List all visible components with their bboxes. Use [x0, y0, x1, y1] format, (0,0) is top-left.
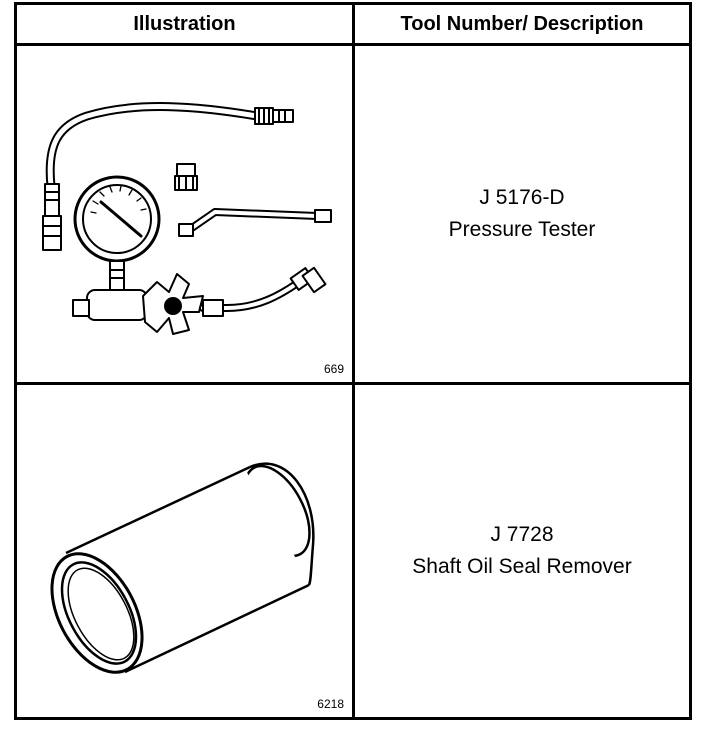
pressure-gauge-tester-illustration: [42, 102, 332, 335]
tool-description: Shaft Oil Seal Remover: [412, 555, 632, 578]
header-tool-description: Tool Number/ Description: [400, 12, 644, 35]
tool-description: Pressure Tester: [448, 218, 596, 241]
figure-number: 6218: [317, 697, 344, 711]
header-divider: [17, 43, 689, 46]
header-illustration: Illustration: [133, 12, 236, 35]
tool-number: J 7728: [490, 523, 554, 546]
description-cell-pressure-tester: J 5176-D Pressure Tester: [355, 46, 689, 382]
tool-table: Illustration Tool Number/ Description: [14, 2, 692, 720]
tool-number: J 5176-D: [479, 186, 565, 209]
illustration-cell-pressure-tester: 669: [17, 46, 352, 382]
row-divider: [17, 382, 689, 385]
column-divider: [352, 5, 355, 717]
description-cell-seal-remover: J 7728 Shaft Oil Seal Remover: [355, 385, 689, 717]
figure-number: 669: [323, 362, 344, 376]
illustration-cell-seal-remover: 6218: [17, 385, 352, 717]
cylindrical-seal-remover-illustration: [50, 462, 315, 674]
